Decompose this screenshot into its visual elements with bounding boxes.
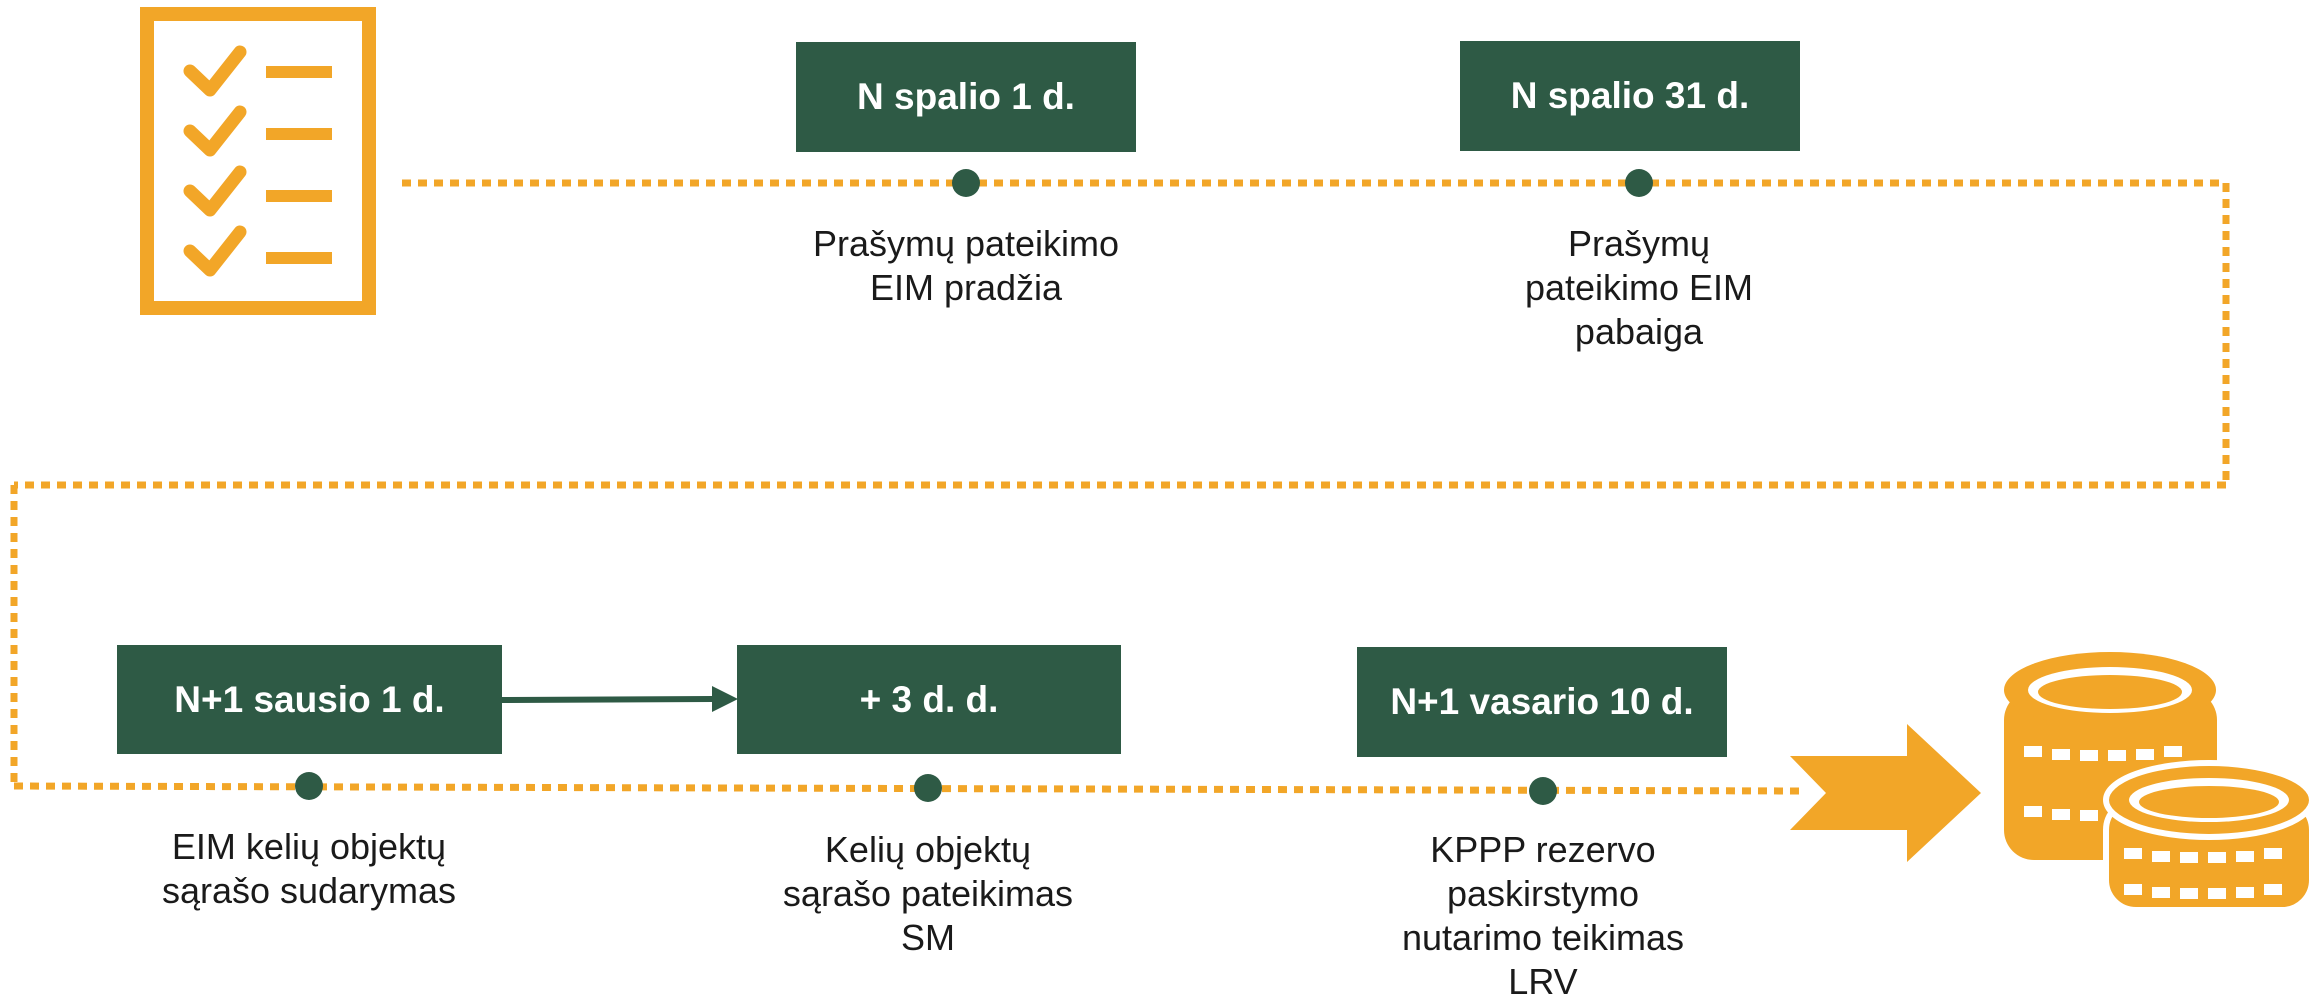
milestone-dot: [295, 772, 323, 800]
caption-jan-1: EIM kelių objektų sąrašo sudarymas: [161, 826, 457, 911]
date-box-jan-1: N+1 sausio 1 d.: [117, 645, 502, 754]
milestone-dots: [295, 169, 1653, 805]
date-box-plus-3-days: + 3 d. d.: [737, 645, 1121, 754]
date-box-oct-1: N spalio 1 d.: [796, 42, 1136, 152]
date-box-feb-10: N+1 vasario 10 d.: [1357, 647, 1727, 757]
caption-oct-31: Prašymų pateikimo EIM pabaiga: [1524, 223, 1754, 352]
coins-icon: [2004, 652, 2315, 913]
milestone-dot: [1625, 169, 1653, 197]
milestone-dot: [1529, 777, 1557, 805]
caption-oct-1: Prašymų pateikimo EIM pradžia: [812, 223, 1120, 308]
caption-plus-3-days: Kelių objektų sąrašo pateikimas SM: [782, 829, 1074, 958]
chevron-arrow-icon: [1790, 724, 1981, 862]
caption-feb-10: KPPP rezervo paskirstymo nutarimo teikim…: [1401, 829, 1685, 998]
date-box-oct-31: N spalio 31 d.: [1460, 41, 1800, 151]
arrow-right-icon: [501, 686, 738, 712]
timeline-path: [10, 179, 2230, 795]
milestone-dot: [914, 774, 942, 802]
milestone-dot: [952, 169, 980, 197]
checklist-icon: [140, 7, 376, 315]
